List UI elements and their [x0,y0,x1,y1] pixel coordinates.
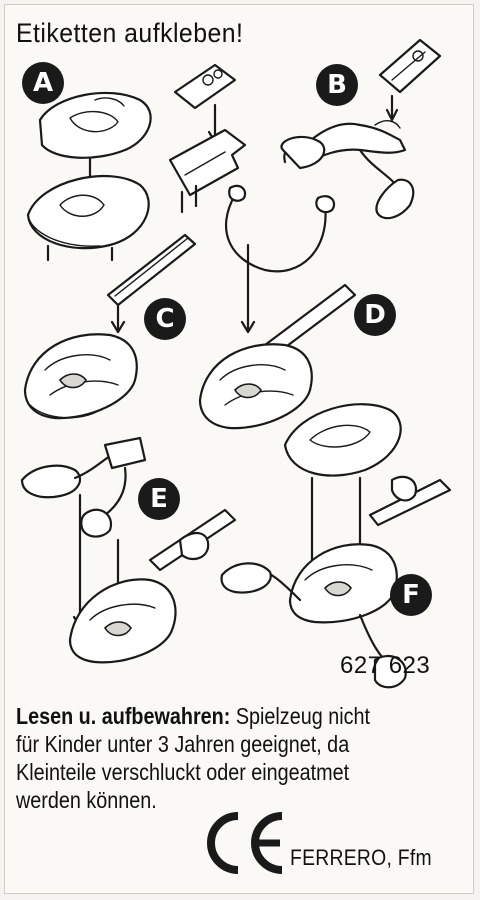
step-f-illustration [220,403,452,689]
article-number: 627 623 [340,652,431,679]
step-e-illustration [20,436,237,664]
step-label-d: D [354,294,396,336]
warning-line-1-rest: Spielzeug nicht [230,703,370,729]
step-label-e: E [138,478,180,520]
warning-line-1: Lesen u. aufbewahren: Spielzeug nicht [16,702,456,730]
step-b-illustration [280,38,442,220]
warning-line-3: Kleinteile verschluckt oder eingeatmet [16,759,350,785]
page-title: Etiketten aufkleben! [16,18,244,48]
step-a-illustration [26,63,247,262]
manufacturer-name: FERRERO, Ffm [290,845,432,870]
warning-lead: Lesen u. aufbewahren: [16,703,231,729]
step-label-f: F [390,574,432,616]
step-label-b: B [316,64,358,106]
safety-warning: Lesen u. aufbewahren: Spielzeug nicht fü… [16,702,456,814]
warning-line-4: werden können. [16,787,157,813]
step-label-a: A [22,62,64,104]
warning-line-2: für Kinder unter 3 Jahren geeignet, da [16,731,350,757]
step-d-illustration [198,184,357,430]
step-c-illustration [23,233,197,420]
ce-mark-icon [207,812,283,874]
step-label-c: C [144,298,186,340]
